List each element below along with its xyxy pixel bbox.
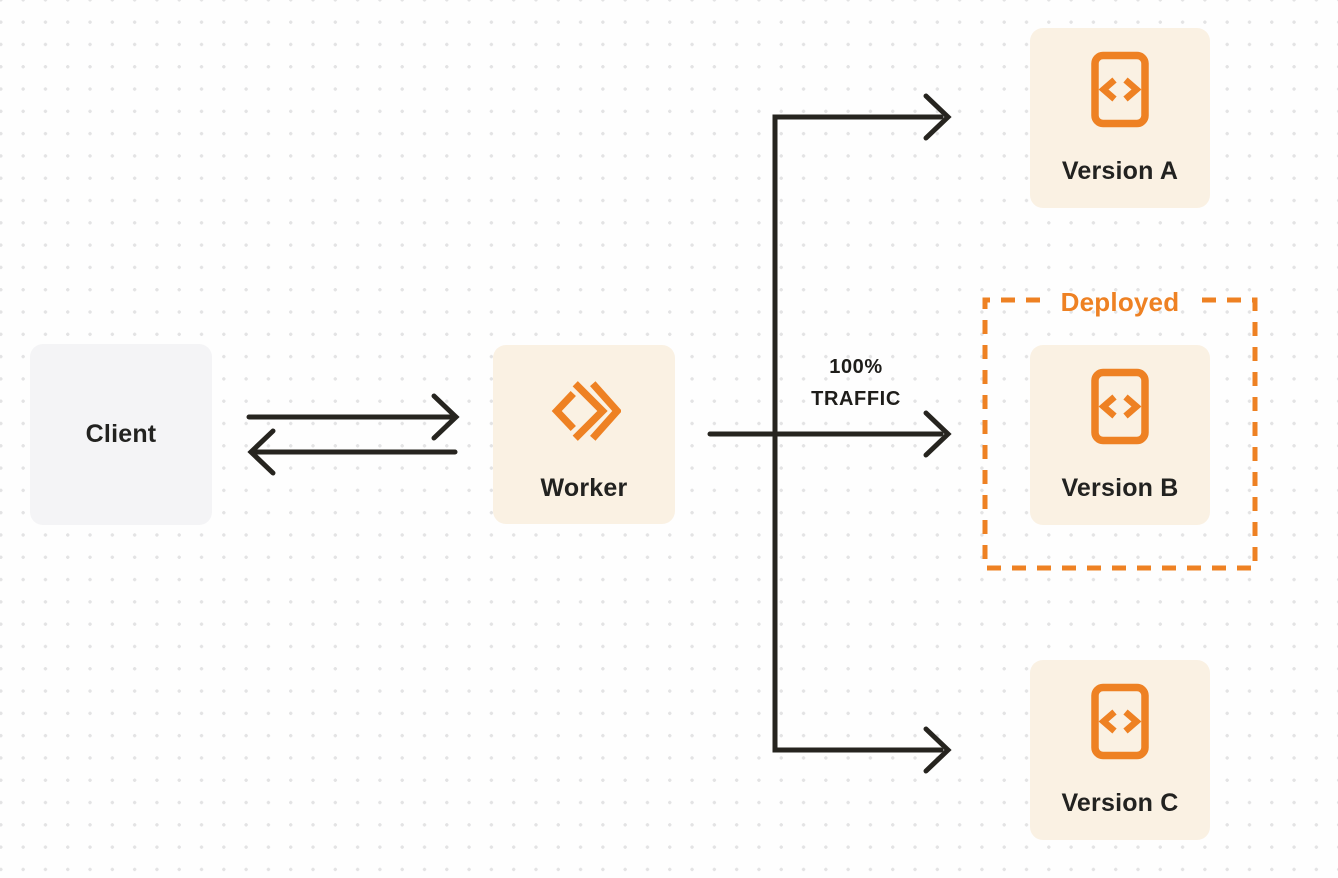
traffic-percent: 100%	[829, 356, 883, 378]
version-a-node: Version A	[1030, 28, 1210, 208]
arrowhead-worker-to-client	[247, 428, 276, 476]
worker-node: Worker	[493, 345, 675, 524]
version-c-label: Version C	[1061, 789, 1179, 817]
workers-logo-icon	[547, 378, 621, 444]
client-label: Client	[85, 420, 157, 448]
worker-label: Worker	[540, 474, 628, 502]
arrowhead-to-version-a	[923, 93, 952, 141]
code-file-icon	[1091, 51, 1150, 128]
traffic-annotation: 100% TRAFFIC	[786, 351, 926, 415]
arrowhead-to-version-b	[923, 410, 952, 458]
client-node: Client	[30, 344, 212, 525]
deployed-label: Deployed	[1060, 287, 1180, 317]
version-b-node: Version B	[1030, 345, 1210, 525]
version-b-label: Version B	[1061, 474, 1179, 502]
traffic-word: TRAFFIC	[811, 388, 901, 410]
arrowhead-client-to-worker	[431, 393, 460, 441]
deployed-dashed-box	[982, 297, 1258, 571]
version-c-node: Version C	[1030, 660, 1210, 840]
code-file-icon	[1091, 368, 1150, 445]
arrowhead-to-version-c	[923, 726, 952, 774]
version-a-label: Version A	[1061, 157, 1179, 185]
code-file-icon	[1091, 683, 1150, 760]
